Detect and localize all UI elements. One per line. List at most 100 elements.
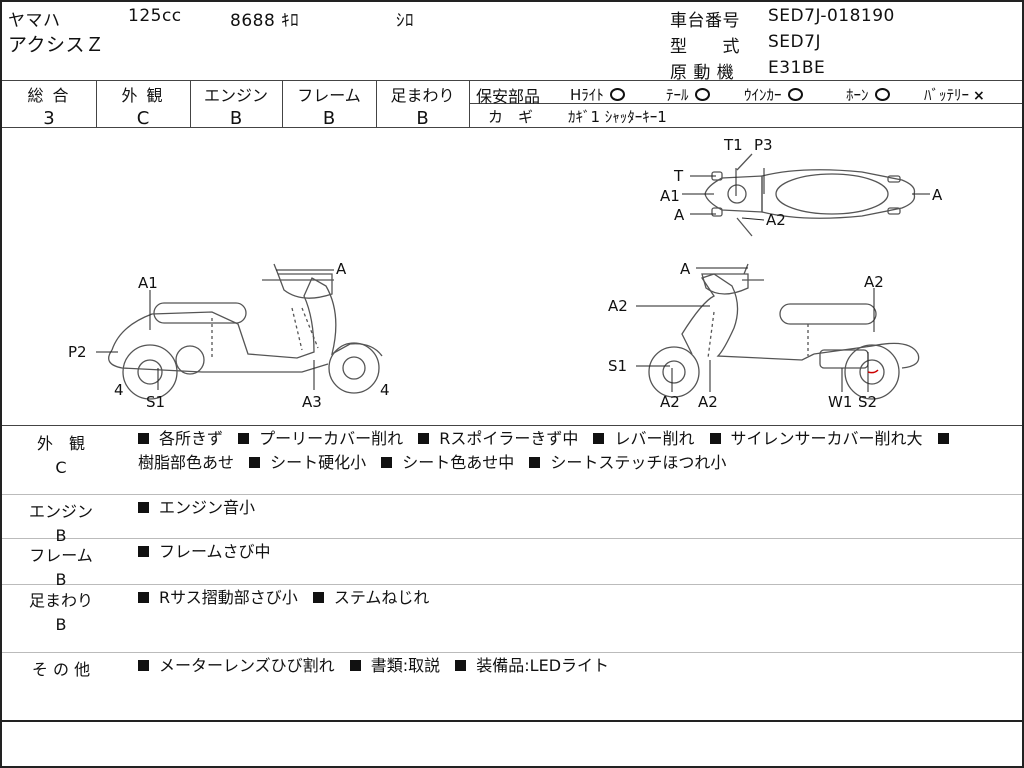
bullet-square-icon <box>138 592 149 603</box>
safety-item-label: ﾃｰﾙ <box>666 86 689 104</box>
note-item: シート硬化小 <box>249 453 366 472</box>
note-item: 各所きず <box>138 429 223 448</box>
label-a3: A3 <box>302 393 322 411</box>
frame-no-label: 車台番号 <box>670 11 740 31</box>
divider <box>376 80 377 127</box>
label-4: 4 <box>380 381 390 399</box>
divider <box>96 80 97 127</box>
note-item: Rスポイラーきず中 <box>418 429 578 448</box>
divider <box>2 720 1022 722</box>
label-4: 4 <box>114 381 124 399</box>
type-value: SED7J <box>768 32 821 52</box>
note-item: Rサス摺動部さび小 <box>138 588 298 607</box>
safety-taillight: ﾃｰﾙ <box>666 84 710 105</box>
section-title: エンジン <box>28 502 93 521</box>
bullet-square-icon <box>138 433 149 444</box>
section-grade: B <box>55 570 67 589</box>
bullet-square-icon <box>381 457 393 468</box>
divider <box>2 127 1022 128</box>
safety-title: 保安部品 <box>476 87 541 106</box>
bullet-square-icon <box>455 660 467 671</box>
displacement: 125cc <box>128 6 182 26</box>
divider <box>469 80 470 127</box>
left-side-scooter <box>108 263 383 400</box>
grade-exterior: 外 観 C <box>96 82 190 129</box>
notes-line: 樹脂部色あせ シート硬化小 シート色あせ中 シートステッチほつれ小 <box>138 451 969 475</box>
type-label: 型 式 <box>670 37 740 57</box>
other-notes: メーターレンズひび割れ 書類:取説 装備品:LEDライト <box>138 654 619 678</box>
maker: ヤマハ <box>8 11 61 31</box>
engine-model: E31BE <box>768 58 826 78</box>
note-item: サイレンサーカバー削れ大 <box>709 429 923 448</box>
grade-label: 総 合 <box>27 86 71 105</box>
grade-value: 3 <box>43 108 55 129</box>
bullet-square-icon <box>249 457 261 468</box>
note-item: 書類:取説 <box>349 656 440 675</box>
divider <box>2 538 1022 539</box>
bullet-square-icon <box>138 660 149 671</box>
section-title: そ の 他 <box>31 660 91 679</box>
bullet-square-icon <box>138 546 149 557</box>
bullet-square-icon <box>138 502 149 513</box>
right-side-scooter <box>648 263 920 400</box>
bullet-square-icon <box>529 457 541 468</box>
section-title: 外 観 <box>36 434 85 453</box>
engine-model-label: 原 動 機 <box>670 63 735 83</box>
bullet-square-icon <box>709 433 721 444</box>
notes-line: 各所きず プーリーカバー削れ Rスポイラーきず中 レバー削れ サイレンサーカバー… <box>138 427 969 451</box>
grade-overall: 総 合 3 <box>2 82 96 129</box>
safety-winker: ｳｲﾝｶｰ <box>744 84 803 105</box>
engine-notes: エンジン音小 <box>138 496 265 520</box>
divider <box>2 80 1022 81</box>
safety-item-label: ｳｲﾝｶｰ <box>744 86 782 104</box>
safety-horn: ﾎｰﾝ <box>846 84 890 105</box>
label-w1: W1 <box>828 393 852 411</box>
ok-circle-icon <box>609 88 625 101</box>
bullet-square-icon <box>593 433 605 444</box>
grade-value: B <box>322 108 336 129</box>
key-label: カ ギ <box>488 108 534 126</box>
bullet-square-icon <box>349 660 361 671</box>
divider <box>2 425 1022 426</box>
label-s1: S1 <box>146 393 165 411</box>
exterior-notes: 各所きず プーリーカバー削れ Rスポイラーきず中 レバー削れ サイレンサーカバー… <box>138 427 969 475</box>
note-item: 樹脂部色あせ <box>138 453 235 472</box>
label-a2: A2 <box>698 393 718 411</box>
label-p3: P3 <box>754 136 773 154</box>
key-value: ｶｷﾞ1 ｼｬｯﾀｰｷｰ1 <box>568 108 667 126</box>
ok-circle-icon <box>787 88 803 101</box>
grade-suspension: 足まわり B <box>376 82 469 129</box>
section-grade: B <box>55 615 67 634</box>
section-grade: B <box>55 526 67 545</box>
note-item: ステムねじれ <box>312 588 429 607</box>
note-item: 装備品:LEDライト <box>455 656 609 675</box>
section-title: 足まわり <box>28 591 93 610</box>
label-t: T <box>673 167 684 185</box>
divider <box>2 584 1022 585</box>
grade-value: C <box>136 108 150 129</box>
bullet-square-icon <box>937 433 949 444</box>
label-t1: T1 <box>723 136 743 154</box>
section-title: フレーム <box>29 546 93 565</box>
label-p2: P2 <box>68 343 87 361</box>
grade-value: B <box>229 108 243 129</box>
label-a: A <box>336 260 347 278</box>
label-a2: A2 <box>766 211 786 229</box>
note-item: プーリーカバー削れ <box>238 429 403 448</box>
note-item <box>937 429 959 448</box>
section-engine-label: エンジン B <box>16 498 106 545</box>
ok-circle-icon <box>694 88 710 101</box>
section-frame-label: フレーム B <box>16 542 106 589</box>
divider <box>2 652 1022 653</box>
note-item: シート色あせ中 <box>381 453 514 472</box>
section-other-label: そ の 他 <box>16 656 106 680</box>
note-item: レバー削れ <box>593 429 694 448</box>
label-a2: A2 <box>864 273 884 291</box>
note-item: フレームさび中 <box>138 542 271 561</box>
safety-item-label: ﾊﾞｯﾃﾘｰ <box>924 86 970 104</box>
label-a1: A1 <box>660 187 680 205</box>
safety-headlight: Hﾗｲﾄ <box>570 84 625 105</box>
section-grade: C <box>55 458 67 477</box>
grade-value: B <box>416 108 429 129</box>
